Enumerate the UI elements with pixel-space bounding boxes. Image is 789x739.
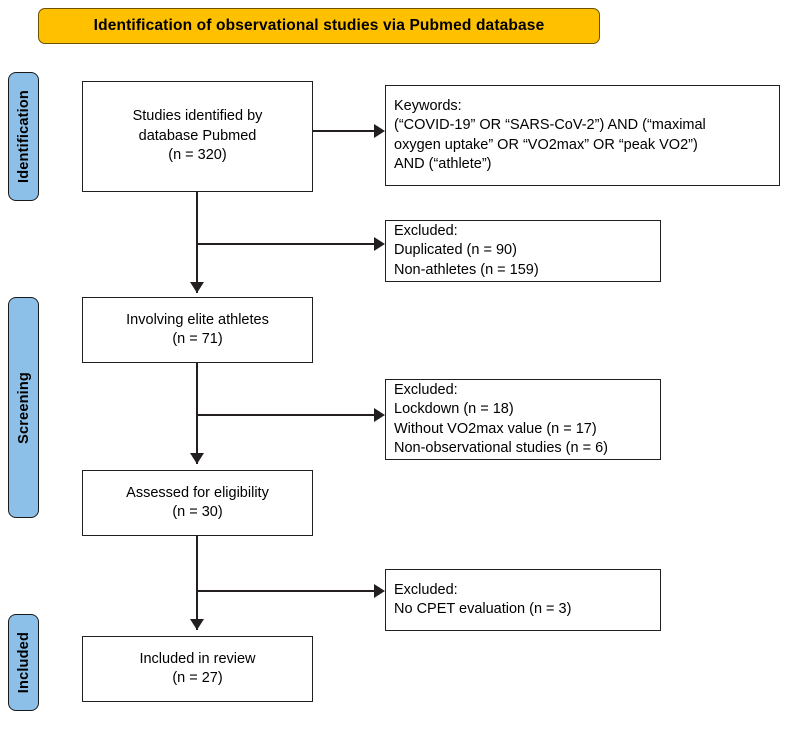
- connector-to-keywords: [313, 130, 376, 132]
- studies-identified-count: (n = 320): [168, 147, 227, 164]
- diagram-title: Identification of observational studies …: [93, 17, 545, 34]
- flow-box-included-in-review: Included in review (n = 27): [82, 636, 313, 702]
- note-box-excluded-eligibility: Excluded: No CPET evaluation (n = 3): [385, 569, 661, 631]
- studies-identified-line-1: Studies identified by: [132, 108, 263, 125]
- excluded-1-reason-duplicated: Duplicated (n = 90): [394, 242, 517, 259]
- flow-box-studies-identified: Studies identified by database Pubmed (n…: [82, 81, 313, 192]
- excluded-3-heading: Excluded:: [394, 581, 458, 598]
- assessed-count: (n = 30): [172, 504, 223, 520]
- excluded-2-reason-non-observational: Non-observational studies (n = 6): [394, 440, 608, 456]
- arrow-down-icon-3: [190, 619, 204, 630]
- keywords-line-2: (“COVID-19” OR “SARS-CoV-2”) AND (“maxim…: [394, 117, 706, 133]
- elite-athletes-line-1: Involving elite athletes: [126, 311, 269, 328]
- arrow-down-icon-2: [190, 453, 204, 464]
- arrow-right-icon-excluded-1: [374, 237, 385, 251]
- connector-to-excluded-3: [196, 590, 376, 592]
- note-box-excluded-identification: Excluded: Duplicated (n = 90) Non-athlet…: [385, 220, 661, 282]
- connector-identified-to-elite: [196, 192, 198, 293]
- keywords-line-1: Keywords:: [394, 97, 462, 114]
- note-box-excluded-screening: Excluded: Lockdown (n = 18) Without VO2m…: [385, 379, 661, 460]
- connector-elite-to-assessed: [196, 363, 198, 464]
- phase-label-included: Included: [15, 631, 32, 694]
- included-line-1: Included in review: [139, 650, 256, 667]
- excluded-2-heading: Excluded:: [394, 381, 458, 398]
- keywords-line-4: AND (“athlete”): [394, 156, 492, 172]
- phase-label-screening: Screening: [15, 371, 32, 444]
- excluded-1-reason-non-athletes: Non-athletes (n = 159): [394, 261, 539, 278]
- phase-label-identification: Identification: [15, 89, 32, 184]
- assessed-line-1: Assessed for eligibility: [126, 484, 269, 501]
- phase-bar-screening: Screening: [8, 297, 39, 518]
- arrow-right-icon-excluded-3: [374, 584, 385, 598]
- diagram-header-banner: Identification of observational studies …: [38, 8, 600, 44]
- phase-bar-included: Included: [8, 614, 39, 711]
- flow-box-involving-elite-athletes: Involving elite athletes (n = 71): [82, 297, 313, 363]
- arrow-right-icon-keywords: [374, 124, 385, 138]
- elite-athletes-count: (n = 71): [172, 331, 223, 347]
- excluded-3-reason-no-cpet: No CPET evaluation (n = 3): [394, 601, 572, 617]
- excluded-2-reason-without-vo2max: Without VO2max value (n = 17): [394, 420, 597, 437]
- arrow-right-icon-excluded-2: [374, 408, 385, 422]
- phase-bar-identification: Identification: [8, 72, 39, 201]
- excluded-2-reason-lockdown: Lockdown (n = 18): [394, 401, 514, 417]
- note-box-keywords: Keywords: (“COVID-19” OR “SARS-CoV-2”) A…: [385, 85, 780, 186]
- studies-identified-line-2: database Pubmed: [138, 127, 257, 144]
- keywords-line-3: oxygen uptake” OR “VO2max” OR “peak VO2”…: [394, 136, 698, 153]
- connector-to-excluded-2: [196, 414, 376, 416]
- excluded-1-heading: Excluded:: [394, 222, 458, 239]
- arrow-down-icon-1: [190, 282, 204, 293]
- connector-to-excluded-1: [196, 243, 376, 245]
- connector-assessed-to-included: [196, 536, 198, 630]
- flow-box-assessed-for-eligibility: Assessed for eligibility (n = 30): [82, 470, 313, 536]
- included-count: (n = 27): [172, 670, 223, 686]
